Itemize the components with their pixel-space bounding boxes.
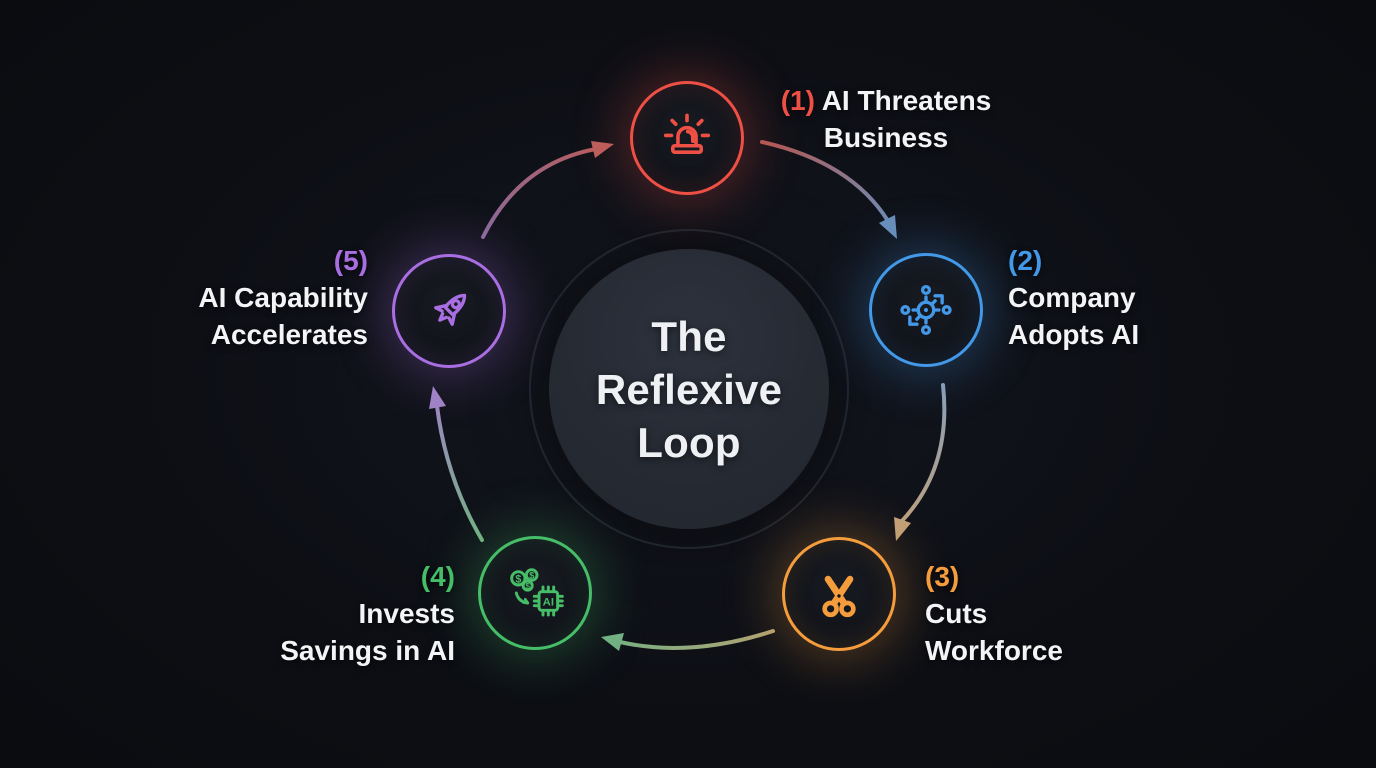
svg-text:$: $ (529, 571, 535, 581)
arrow-3-to-4 (601, 629, 775, 651)
label-line: Business (823, 122, 949, 153)
svg-text:$: $ (515, 573, 521, 585)
alarm-siren-icon (663, 113, 711, 155)
label-line: Savings in AI (280, 635, 455, 666)
node-company-adopts-ai (869, 253, 983, 367)
arrow-1-to-2 (760, 140, 897, 239)
svg-text:AI: AI (543, 597, 554, 609)
label-node-5: (5) AI Capability Accelerates (198, 242, 368, 353)
center-title-line: Loop (637, 418, 741, 466)
label-line: (1) AI Threatens (780, 85, 992, 116)
label-node-4: (4) Invests Savings in AI (280, 558, 455, 669)
node-number: (1) (780, 85, 815, 116)
node-cuts-workforce (782, 537, 896, 651)
label-line: Invests (358, 598, 456, 629)
label-node-2: (2) Company Adopts AI (1008, 242, 1139, 353)
svg-text:$: $ (525, 582, 530, 591)
center-title-line: The (651, 312, 727, 360)
arrow-5-to-1 (481, 141, 614, 239)
label-node-1: (1) AI Threatens Business (764, 82, 1008, 156)
center-outer-ring (529, 229, 849, 549)
scissors-icon (822, 575, 856, 618)
label-line: Accelerates (210, 319, 368, 350)
center-title-line: Reflexive (595, 365, 783, 413)
label-line: Company (1008, 282, 1136, 313)
gear-network-icon (900, 284, 952, 336)
money-to-ai-chip-icon: $ $ $ AI (510, 568, 564, 617)
label-node-3: (3) Cuts Workforce (925, 558, 1063, 669)
arrow-2-to-3 (894, 383, 947, 541)
arrow-4-to-5 (429, 386, 484, 542)
label-line: Cuts (925, 598, 988, 629)
label-line: Workforce (925, 635, 1063, 666)
node-ai-capability-accelerates (392, 254, 506, 368)
node-invests-savings-in-ai: $ $ $ AI (478, 536, 592, 650)
node-number: (4) (420, 561, 455, 592)
rocket-icon (434, 293, 467, 326)
node-number: (2) (1008, 245, 1043, 276)
node-number: (5) (333, 245, 368, 276)
label-line: AI Capability (198, 282, 368, 313)
center-hub: The Reflexive Loop (549, 249, 829, 529)
label-line: Adopts AI (1008, 319, 1140, 350)
node-number: (3) (925, 561, 960, 592)
node-ai-threatens-business (630, 81, 744, 195)
